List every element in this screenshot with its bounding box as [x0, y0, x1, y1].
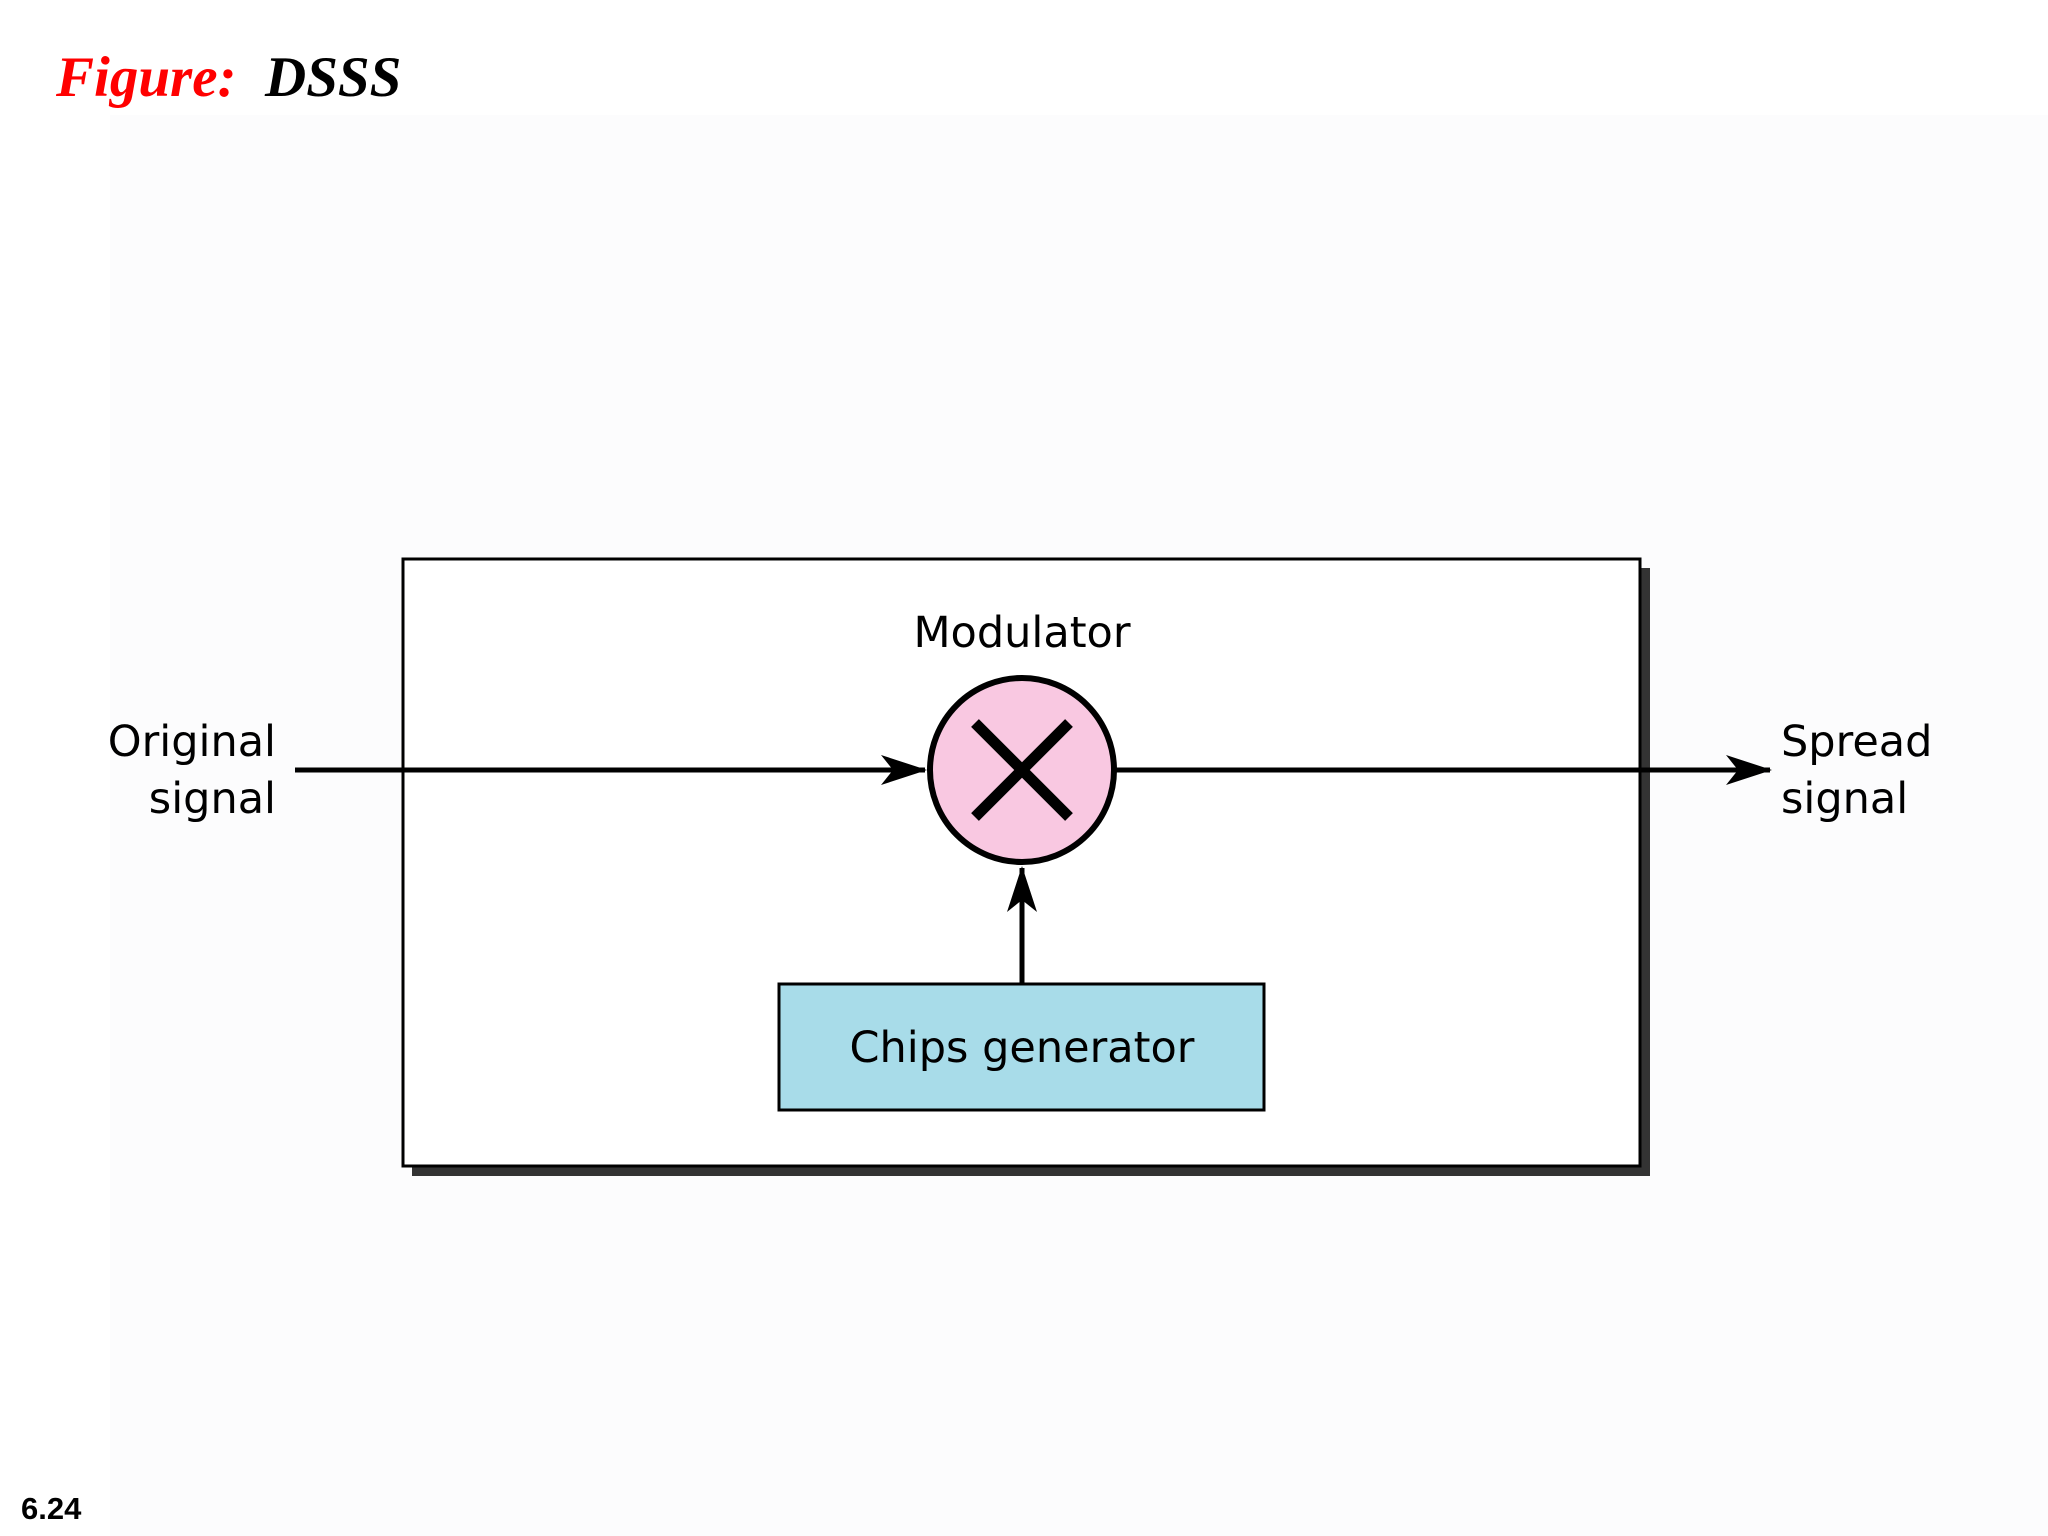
input-label-line1: Original	[108, 717, 276, 767]
modulator	[927, 675, 1117, 865]
output-label-line2: signal	[1781, 774, 1908, 824]
chips-generator-box	[777, 982, 1266, 1112]
figure-title-name: DSSS	[265, 46, 402, 109]
figure-title: Figure: DSSS	[56, 42, 401, 114]
figure-title-prefix: Figure:	[56, 46, 237, 109]
output-label-line1: Spread	[1781, 717, 1932, 767]
modulator-label: Modulator	[913, 608, 1130, 658]
input-label-line2: signal	[149, 774, 276, 824]
chips-generator-label: Chips generator	[850, 1023, 1195, 1073]
slide-number: 6.24	[21, 1491, 82, 1526]
multiply-icon	[971, 719, 1073, 821]
